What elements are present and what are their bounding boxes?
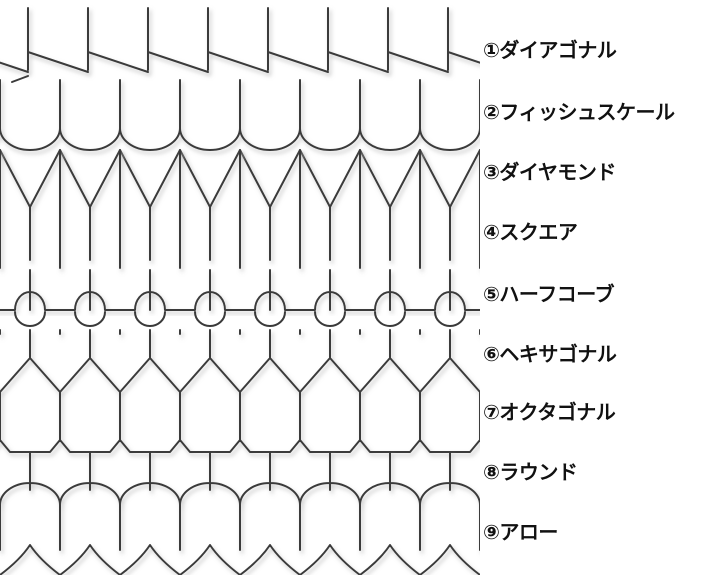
hexagonal-pattern (0, 329, 480, 393)
fishscale-pattern (0, 79, 480, 151)
diagonal-pattern (0, 7, 480, 73)
octagonal-pattern (0, 391, 480, 453)
round-pattern (0, 451, 480, 506)
diamond-pattern (0, 149, 480, 261)
halfcove-pattern (0, 269, 480, 311)
halfcove-inner (14, 311, 466, 327)
square-pattern (0, 149, 480, 269)
arrow-pattern (0, 504, 480, 575)
diagonal-edge (11, 75, 29, 83)
